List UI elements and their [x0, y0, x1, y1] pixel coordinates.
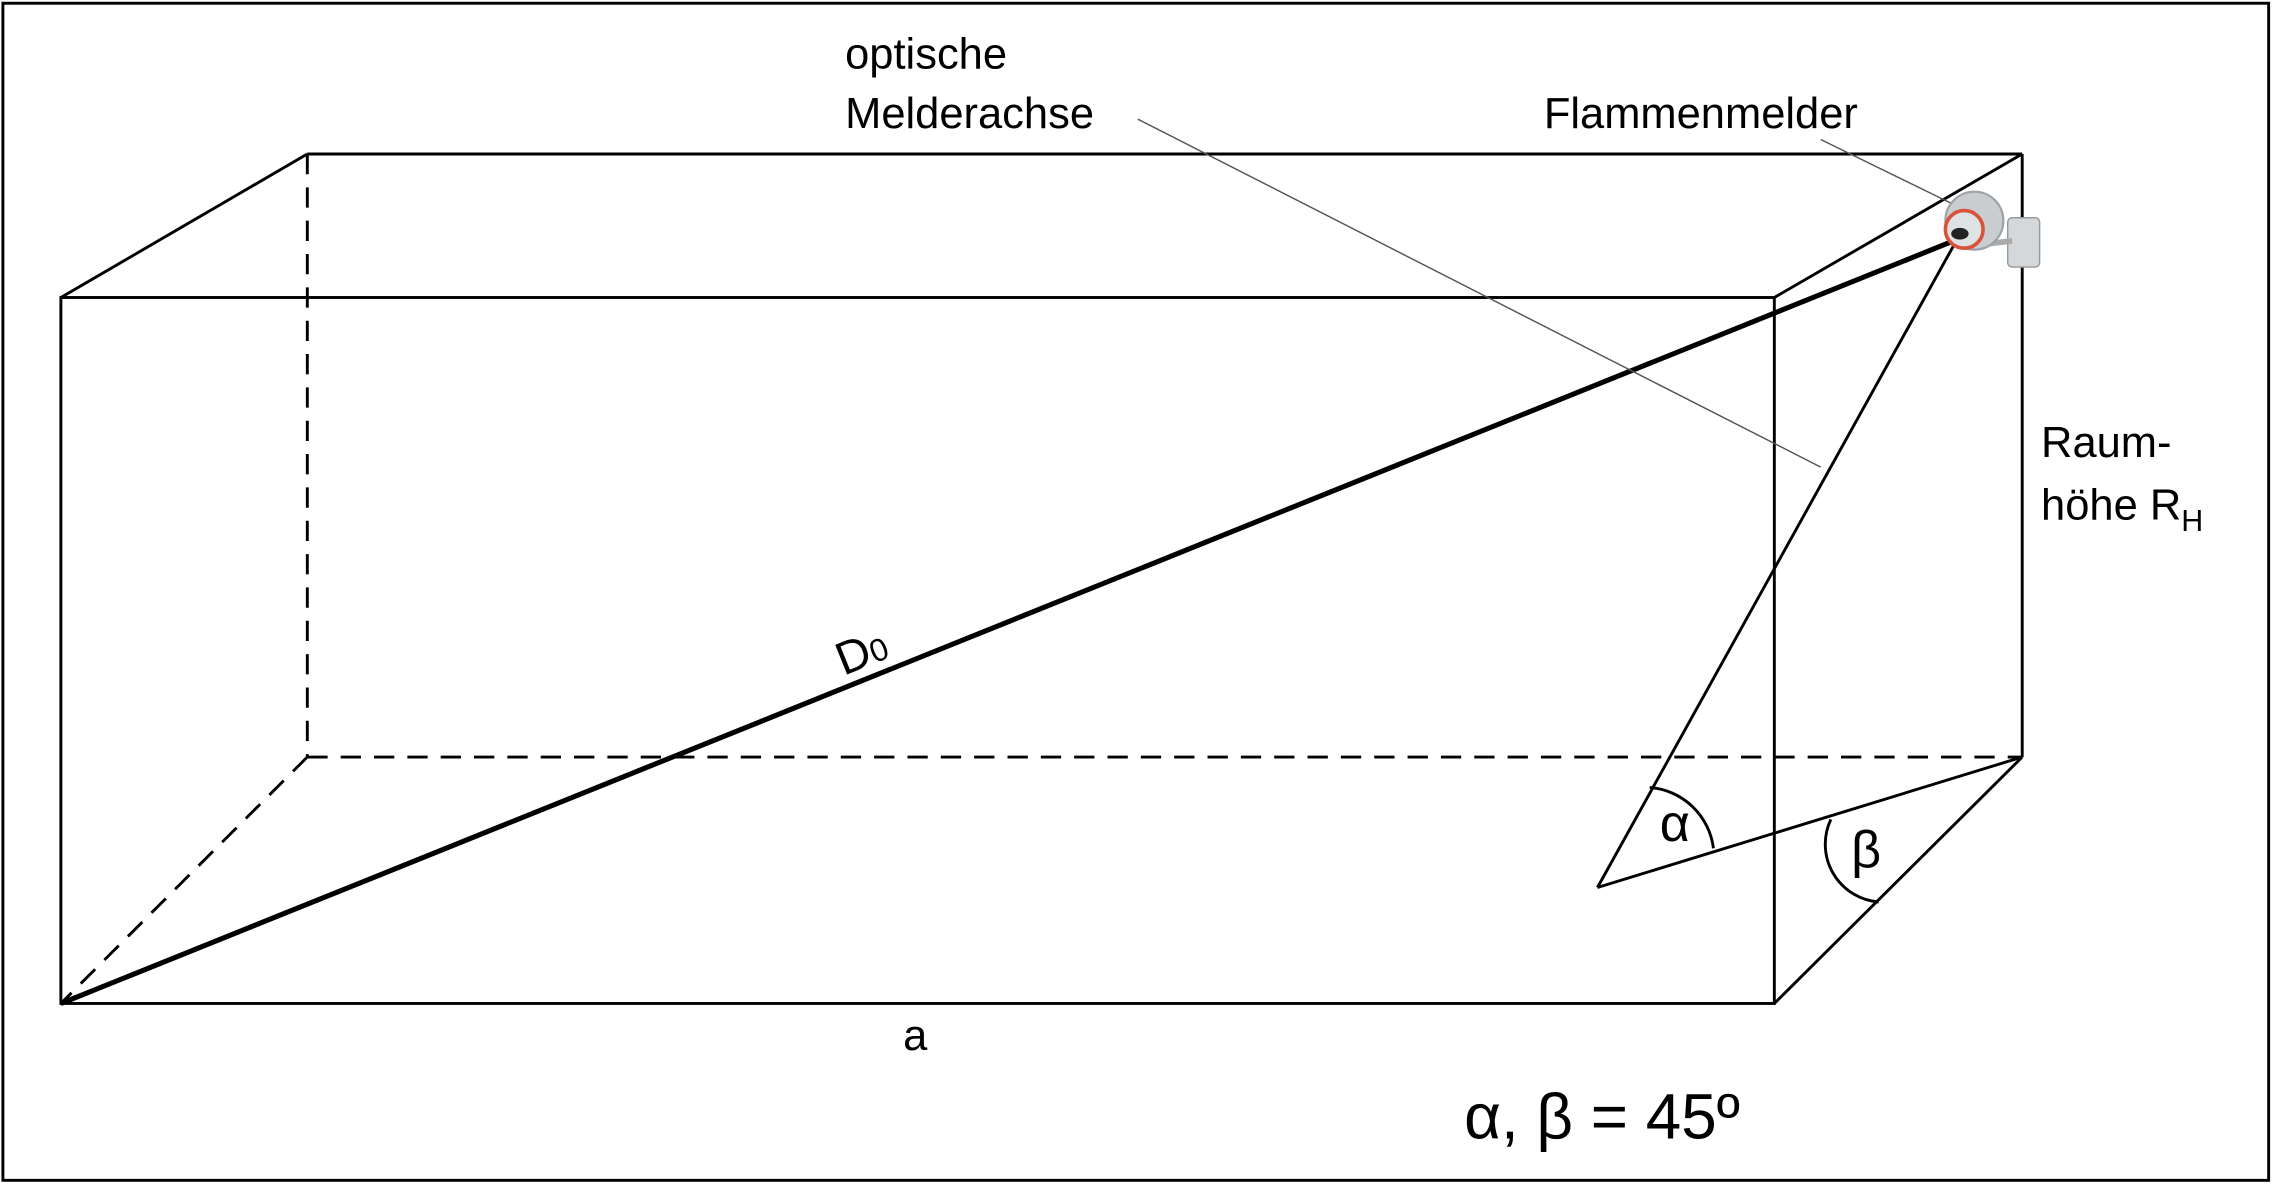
hidden-edges: [59, 153, 2023, 1005]
flame-detector-icon: [1943, 190, 2041, 268]
bottom-right-depth-edge: [1773, 756, 2024, 1005]
pointer-lines: [1137, 118, 1952, 468]
optical-axis-label-line1: optische: [845, 30, 1007, 78]
optical-axis-triangle: [1596, 238, 2023, 904]
alpha-label: α: [1660, 795, 1690, 853]
front-face: [59, 296, 1776, 1005]
optical-axis-line: [1596, 238, 1959, 889]
visible-edges: [59, 152, 2024, 1005]
beta-arc: [1823, 818, 1879, 904]
room-height-subscript: H: [2181, 504, 2203, 538]
top-right-depth-edge: [1773, 152, 2023, 299]
flame-detector-label: Flammenmelder: [1544, 90, 1858, 138]
top-left-depth-edge: [60, 152, 309, 299]
floor-projection-line: [1597, 755, 2023, 889]
optical-axis-pointer: [1137, 118, 1822, 468]
angle-note: α, β = 45º: [1464, 1080, 1740, 1152]
beta-label: β: [1851, 821, 1881, 879]
optical-axis-label-line2: Melderachse: [845, 90, 1094, 138]
distance-d0-label: D0: [828, 618, 895, 685]
flame-detector-pointer: [1820, 138, 1952, 204]
room-height-label-line2: höhe RH: [2041, 481, 2203, 538]
room-height-label-line1: Raum-: [2041, 419, 2171, 467]
alpha-arc: [1649, 786, 1715, 849]
distance-d0-line: [59, 237, 1958, 1006]
room-height-text: höhe R: [2041, 481, 2181, 529]
left-bottom-depth-edge: [59, 756, 309, 1005]
length-a-label: a: [903, 1012, 928, 1060]
